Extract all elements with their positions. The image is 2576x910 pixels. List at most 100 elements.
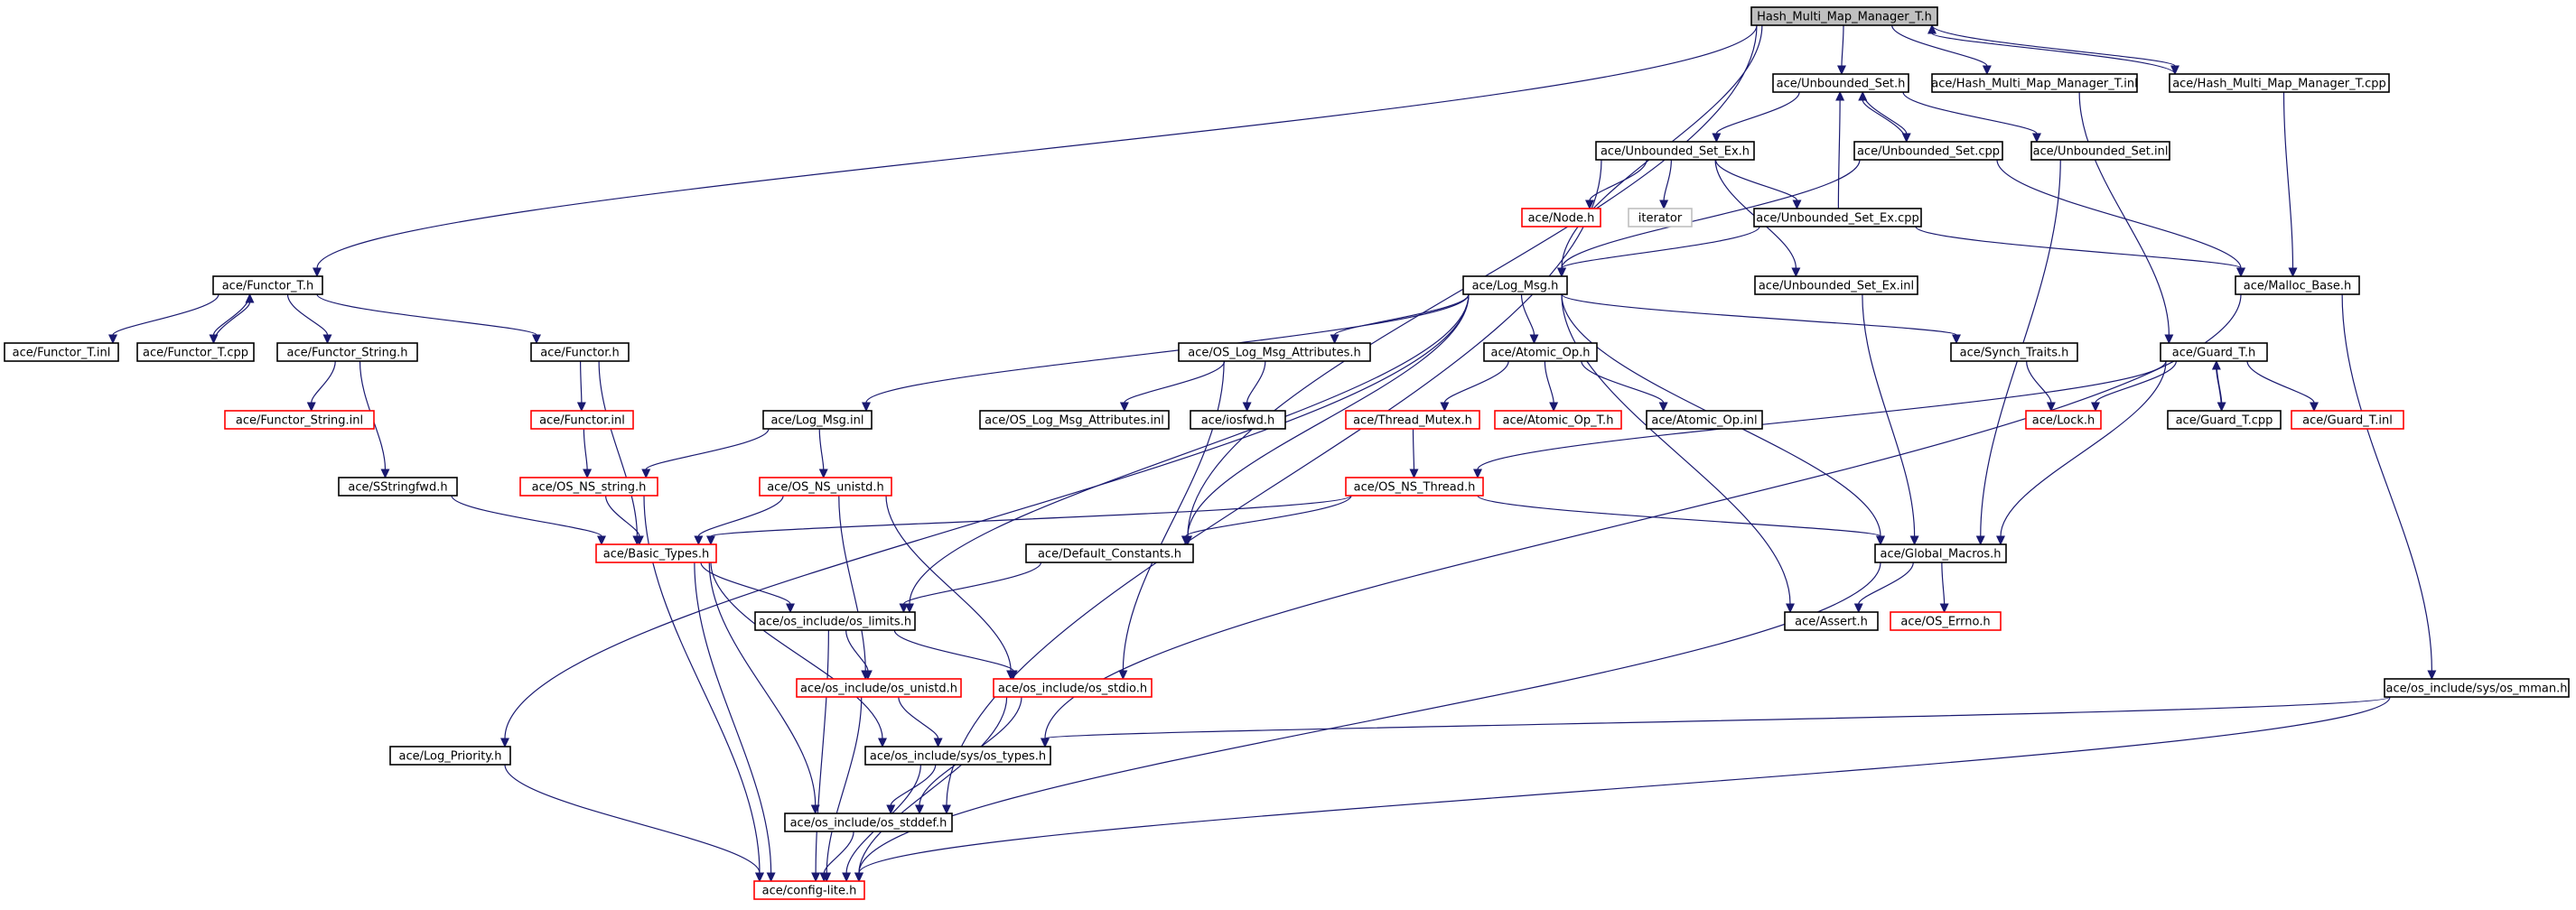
edge-default_constants_h-to-os_limits_h bbox=[899, 562, 1042, 614]
arrowhead bbox=[811, 872, 821, 883]
node-assert-h[interactable]: ace/Assert.h bbox=[1784, 611, 1879, 631]
arrowhead bbox=[108, 334, 117, 345]
node-os-stdio-h[interactable]: ace/os_include/os_stdio.h bbox=[993, 678, 1153, 698]
node-label: ace/OS_NS_unistd.h bbox=[767, 481, 884, 495]
node-guard-t-h[interactable]: ace/Guard_T.h bbox=[2160, 342, 2268, 362]
node-os-errno-h[interactable]: ace/OS_Errno.h bbox=[1890, 611, 2002, 631]
edge-unbounded_set_ex_inl-to-global_macros_h bbox=[1862, 293, 1919, 546]
node-log-msg-inl[interactable]: ace/Log_Msg.inl bbox=[762, 410, 873, 430]
node-unbounded-set-ex-cpp[interactable]: ace/Unbounded_Set_Ex.cpp bbox=[1753, 208, 1922, 228]
arrowhead bbox=[2091, 402, 2100, 413]
node-box bbox=[224, 410, 375, 430]
node-os-stddef-h[interactable]: ace/os_include/os_stddef.h bbox=[784, 812, 953, 832]
edge-unbounded_set_cpp-to-malloc_base_h bbox=[1996, 159, 2245, 278]
node-label: ace/os_include/os_limits.h bbox=[759, 616, 911, 629]
node-synch-traits-h[interactable]: ace/Synch_Traits.h bbox=[1950, 342, 2078, 362]
node-label: ace/os_include/os_stddef.h bbox=[790, 817, 947, 831]
node-global-macros-h[interactable]: ace/Global_Macros.h bbox=[1874, 543, 2007, 563]
node-functor-t-cpp[interactable]: ace/Functor_T.cpp bbox=[136, 342, 255, 362]
node-hmm-cpp[interactable]: ace/Hash_Multi_Map_Manager_T.cpp bbox=[2169, 73, 2390, 93]
node-label: ace/Unbounded_Set.inl bbox=[2033, 145, 2169, 159]
edge-malloc_base_h-to-os_mman_h bbox=[2341, 293, 2437, 681]
edge-guard_t_h-to-guard_t_inl bbox=[2246, 360, 2319, 413]
node-guard-t-inl[interactable]: ace/Guard_T.inl bbox=[2291, 410, 2404, 430]
node-functor-t-h[interactable]: ace/Functor_T.h bbox=[212, 275, 323, 295]
arrowhead bbox=[810, 804, 820, 815]
edge-os_log_msg_attr_h-to-iosfwd_h bbox=[1242, 360, 1266, 413]
edge-functor_t_h-to-functor_string_h bbox=[286, 293, 332, 345]
edge-basic_types_h-to-config_lite_h bbox=[694, 562, 776, 883]
node-lock-h[interactable]: ace/Lock.h bbox=[2025, 410, 2102, 430]
node-label: ace/SStringfwd.h bbox=[348, 481, 447, 495]
node-functor-t-inl[interactable]: ace/Functor_T.inl bbox=[4, 342, 119, 362]
node-label: ace/OS_Log_Msg_Attributes.h bbox=[1188, 347, 1360, 360]
node-functor-string-inl[interactable]: ace/Functor_String.inl bbox=[224, 410, 375, 430]
node-os-limits-h[interactable]: ace/os_include/os_limits.h bbox=[754, 611, 916, 631]
node-guard-t-cpp[interactable]: ace/Guard_T.cpp bbox=[2167, 410, 2282, 430]
node-log-msg-h[interactable]: ace/Log_Msg.h bbox=[1462, 275, 1568, 295]
node-sstringfwd-h[interactable]: ace/SStringfwd.h bbox=[338, 477, 458, 497]
arrowhead bbox=[641, 469, 651, 479]
node-os-log-msg-attr-inl[interactable]: ace/OS_Log_Msg_Attributes.inl bbox=[979, 410, 1170, 430]
node-hmm-inl[interactable]: ace/Hash_Multi_Map_Manager_T.inl bbox=[1931, 73, 2138, 93]
node-os-unistd-h[interactable]: ace/os_include/os_unistd.h bbox=[796, 678, 962, 698]
node-atomic-op-inl[interactable]: ace/Atomic_Op.inl bbox=[1646, 410, 1763, 430]
node-functor-h[interactable]: ace/Functor.h bbox=[530, 342, 630, 362]
node-unbounded-set-h[interactable]: ace/Unbounded_Set.h bbox=[1772, 73, 1909, 93]
node-config-lite-h[interactable]: ace/config-lite.h bbox=[753, 880, 865, 900]
node-box bbox=[796, 678, 962, 698]
edge-basic_types_h-to-os_types_h bbox=[710, 562, 887, 748]
arrowhead bbox=[1837, 65, 1846, 76]
arrowhead bbox=[1792, 200, 1802, 210]
arrowhead bbox=[819, 872, 829, 883]
edge-unbounded_set_h-to-unbounded_set_ex_h bbox=[1712, 91, 1800, 144]
node-unbounded-set-ex-h[interactable]: ace/Unbounded_Set_Ex.h bbox=[1595, 141, 1755, 161]
node-iosfwd-h[interactable]: ace/iosfwd.h bbox=[1190, 410, 1286, 430]
arrowhead bbox=[1712, 133, 1722, 144]
node-label: ace/Unbounded_Set.cpp bbox=[1857, 145, 2000, 159]
node-os-mman-h[interactable]: ace/os_include/sys/os_mman.h bbox=[2384, 678, 2570, 698]
edge-os_ns_unistd_h-to-os_stdio_h bbox=[885, 495, 1016, 681]
node-unbounded-set-ex-inl[interactable]: ace/Unbounded_Set_Ex.inl bbox=[1754, 275, 1918, 295]
node-basic-types-h[interactable]: ace/Basic_Types.h bbox=[595, 543, 717, 563]
node-functor-inl[interactable]: ace/Functor.inl bbox=[530, 410, 634, 430]
arrowhead bbox=[2170, 65, 2179, 76]
node-atomic-op-t-h[interactable]: ace/Atomic_Op_T.h bbox=[1494, 410, 1622, 430]
node-malloc-base-h[interactable]: ace/Malloc_Base.h bbox=[2235, 275, 2360, 295]
node-label: ace/OS_NS_Thread.h bbox=[1354, 481, 1476, 495]
node-box bbox=[2160, 342, 2268, 362]
node-functor-string-h[interactable]: ace/Functor_String.h bbox=[276, 342, 418, 362]
edge-os_limits_h-to-config_lite_h bbox=[811, 629, 829, 883]
node-label: ace/Assert.h bbox=[1795, 616, 1868, 629]
node-unbounded-set-cpp[interactable]: ace/Unbounded_Set.cpp bbox=[1853, 141, 2003, 161]
node-os-log-msg-attr-h[interactable]: ace/OS_Log_Msg_Attributes.h bbox=[1178, 342, 1371, 362]
node-label: ace/Functor_T.inl bbox=[13, 347, 111, 360]
node-os-ns-string-h[interactable]: ace/OS_NS_string.h bbox=[519, 477, 658, 497]
node-box bbox=[2167, 410, 2282, 430]
arrowhead bbox=[1008, 670, 1018, 681]
node-thread-mutex-h[interactable]: ace/Thread_Mutex.h bbox=[1345, 410, 1480, 430]
edge-malloc_base_h-to-os_types_h bbox=[1041, 293, 2242, 748]
node-os-ns-unistd-h[interactable]: ace/OS_NS_unistd.h bbox=[759, 477, 892, 497]
node-log-priority-h[interactable]: ace/Log_Priority.h bbox=[389, 746, 511, 766]
node-node-h[interactable]: ace/Node.h bbox=[1521, 208, 1601, 228]
node-default-constants-h[interactable]: ace/Default_Constants.h bbox=[1025, 543, 1194, 563]
node-box bbox=[2169, 73, 2390, 93]
node-label: ace/Atomic_Op.h bbox=[1491, 347, 1591, 360]
arrowhead bbox=[1909, 535, 1919, 546]
node-unbounded-set-inl[interactable]: ace/Unbounded_Set.inl bbox=[2030, 141, 2170, 161]
node-label: ace/OS_NS_string.h bbox=[532, 481, 647, 495]
edge-hmm_cpp-to-root bbox=[1927, 23, 2176, 75]
arrowhead bbox=[2211, 359, 2221, 370]
arrowhead bbox=[915, 804, 924, 815]
arrowhead bbox=[1585, 200, 1594, 210]
node-os-ns-thread-h[interactable]: ace/OS_NS_Thread.h bbox=[1345, 477, 1484, 497]
node-atomic-op-h[interactable]: ace/Atomic_Op.h bbox=[1483, 342, 1598, 362]
node-box bbox=[338, 477, 458, 497]
edge-log_msg_h-to-log_msg_inl bbox=[862, 293, 1470, 413]
edge-unbounded_set_ex_h-to-os_stddef_h bbox=[942, 159, 1602, 815]
edge-functor_t_h-to-functor_t_inl bbox=[108, 293, 219, 345]
node-os-types-h[interactable]: ace/os_include/sys/os_types.h bbox=[864, 746, 1051, 766]
node-box bbox=[1628, 208, 1693, 228]
edge-os_limits_h-to-os_stdio_h bbox=[893, 629, 1018, 681]
